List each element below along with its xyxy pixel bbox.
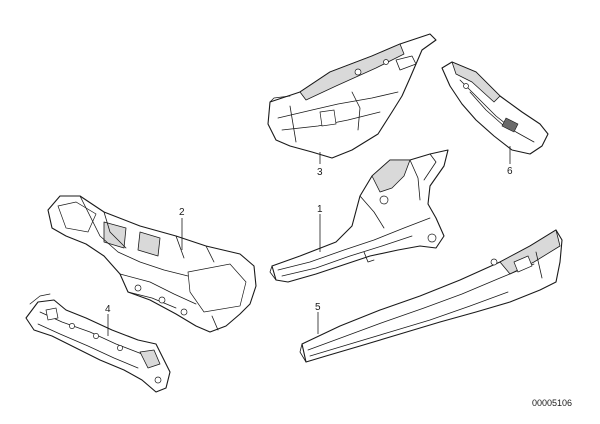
part-2-front-carrier[interactable] [47,195,257,333]
part-6-bracket[interactable] [441,61,549,155]
callout-1[interactable]: 1 [317,204,323,215]
part-3-wheelhouse[interactable] [267,33,437,159]
part-1-side-member[interactable] [269,149,449,283]
callout-6[interactable]: 6 [507,166,513,177]
part-5-lower-rail[interactable] [299,229,563,363]
callout-2[interactable]: 2 [179,207,185,218]
part-4-tie-bar[interactable] [25,293,171,393]
document-number: 00005106 [532,398,572,408]
callout-3[interactable]: 3 [317,167,323,178]
callout-5[interactable]: 5 [315,302,321,313]
callout-4[interactable]: 4 [105,304,111,315]
